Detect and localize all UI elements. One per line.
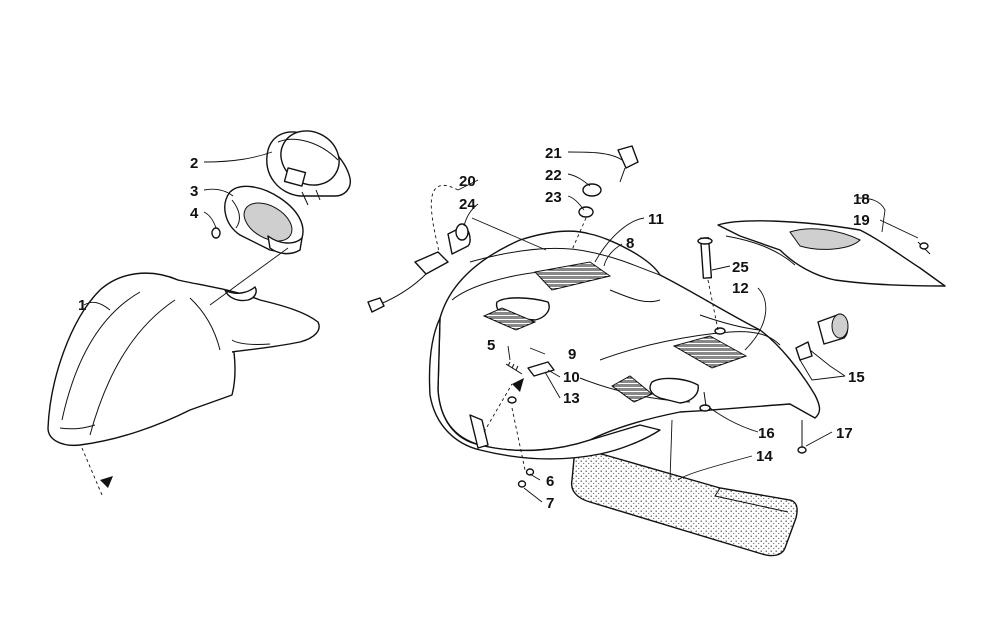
leaders-left (83, 151, 289, 311)
front-direction-arrow-icon (100, 476, 113, 488)
direction-arrow-right (483, 378, 524, 433)
leaders-right (457, 151, 919, 503)
callout-6: 6 (546, 473, 554, 490)
part-18-tray (717, 220, 946, 287)
callout-17: 17 (836, 425, 853, 442)
callout-11: 11 (648, 211, 664, 228)
callout-3: 3 (190, 183, 198, 200)
callout-16: 16 (758, 425, 775, 442)
callout-labels: 1 2 3 4 5 6 7 8 9 10 11 12 13 14 15 16 1… (78, 145, 870, 512)
callout-21: 21 (545, 145, 562, 162)
callout-8: 8 (626, 235, 634, 252)
front-direction-arrow-icon (512, 378, 524, 392)
callout-15: 15 (848, 369, 865, 386)
part-4-nut (211, 227, 221, 239)
part-15-plug (795, 313, 849, 361)
callout-18: 18 (853, 191, 870, 208)
callout-7: 7 (546, 495, 554, 512)
part-14-foam-pad (570, 447, 798, 557)
part-8-main-console (428, 230, 821, 460)
part-21-key-switch (571, 145, 639, 251)
callout-10: 10 (563, 369, 580, 386)
part-20-wire-harness (367, 184, 547, 313)
callout-25: 25 (732, 259, 749, 276)
part-13-clip (527, 361, 555, 377)
callout-14: 14 (756, 448, 773, 465)
callout-5: 5 (487, 337, 495, 354)
callout-1: 1 (78, 297, 86, 314)
callout-20: 20 (459, 173, 476, 190)
callout-24: 24 (459, 196, 476, 213)
callout-9: 9 (568, 346, 576, 363)
part-2-gauge (266, 130, 352, 206)
callout-12: 12 (732, 280, 749, 297)
callout-23: 23 (545, 189, 562, 206)
part-3-gauge-mount (224, 185, 304, 255)
direction-arrow-left (81, 447, 113, 496)
part-1-instrument-pod (47, 272, 320, 447)
fasteners (511, 237, 807, 488)
callout-4: 4 (190, 205, 199, 222)
callout-2: 2 (190, 155, 198, 172)
callout-22: 22 (545, 167, 562, 184)
part-5-pin (505, 361, 523, 375)
callout-13: 13 (563, 390, 580, 407)
callout-19: 19 (853, 212, 870, 229)
